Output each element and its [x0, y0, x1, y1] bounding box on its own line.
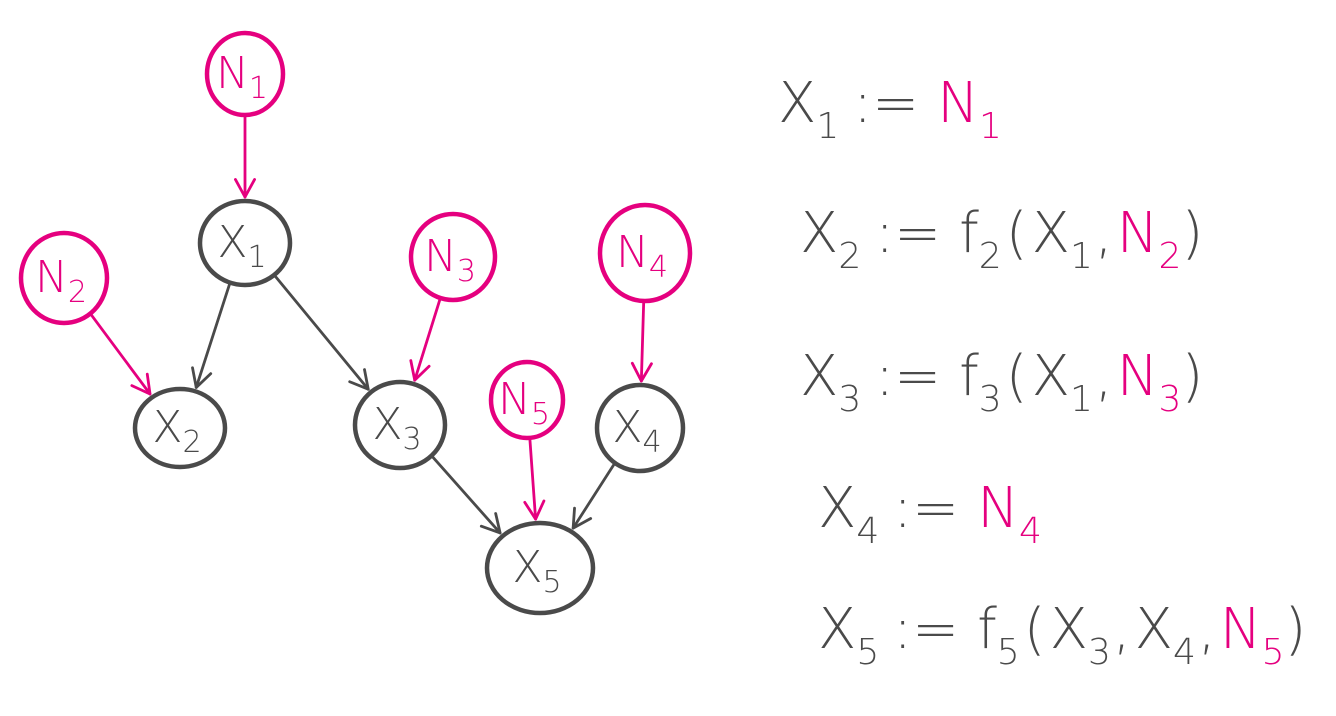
node-n3: N3 [408, 211, 498, 303]
equation-text: X5:=f5​(X3​,X4​,N5​) [818, 597, 1306, 673]
node-circle [197, 198, 293, 288]
edges-layer [90, 115, 653, 535]
edge-n5-to-x5 [523, 438, 546, 521]
node-x2: X2 [132, 386, 228, 470]
edge-x3-to-x5 [431, 455, 502, 535]
edge-line [431, 455, 502, 535]
node-x4: X4 [594, 382, 686, 474]
edge-n4-to-x4 [630, 301, 653, 383]
arrowhead [479, 512, 502, 535]
node-label: X1 [217, 217, 266, 275]
node-circle [132, 386, 228, 470]
node-circle [18, 230, 110, 326]
equation-x3: X3:=f3​(X1​,N3​) [800, 344, 1203, 420]
equation-x5: X5:=f5​(X3​,X4​,N5​) [818, 597, 1306, 673]
node-n1: N1 [204, 30, 286, 118]
node-circle [204, 30, 286, 118]
equation-x2: X2:=f2​(X1​,N2​) [800, 201, 1203, 277]
edge-x4-to-x5 [571, 463, 616, 530]
node-label: N4 [616, 227, 668, 285]
edge-line [413, 298, 442, 382]
equation-text: X3:=f3​(X1​,N3​) [800, 344, 1203, 420]
node-label: X3 [372, 399, 421, 457]
edge-x1-to-x2 [191, 283, 231, 389]
node-label: X4 [612, 402, 661, 460]
arrowhead [191, 366, 213, 389]
node-circle [594, 382, 686, 474]
node-circle [597, 202, 693, 304]
equation-x4: X4:=N4​ [818, 476, 1042, 552]
equation-text: X2:=f2​(X1​,N2​) [800, 201, 1203, 277]
equation-text: X4:=N4​ [818, 476, 1042, 552]
node-circle [488, 359, 566, 441]
node-n2: N2 [18, 230, 110, 326]
arrowhead [630, 361, 653, 383]
arrowhead [571, 506, 593, 530]
node-label: N5 [498, 374, 550, 432]
node-circle [408, 211, 498, 303]
edge-n3-to-x3 [409, 298, 442, 382]
edge-n2-to-x2 [90, 313, 152, 396]
node-label: X2 [152, 402, 201, 460]
arrowhead [234, 178, 256, 199]
node-x3: X3 [352, 379, 448, 471]
arrowhead [523, 499, 546, 521]
edge-line [90, 313, 152, 396]
edge-line [194, 283, 231, 389]
node-n5: N5 [488, 359, 566, 441]
node-label: X5 [512, 542, 561, 600]
arrowhead [348, 368, 370, 391]
edge-line [528, 438, 538, 521]
node-label: N2 [35, 252, 87, 310]
arrowhead [130, 372, 152, 396]
arrowhead [409, 359, 431, 382]
edge-n1-to-x1 [234, 115, 256, 199]
node-label: N1 [216, 48, 268, 106]
equation-text: X1:=N1​ [778, 71, 1002, 147]
edge-line [571, 463, 616, 530]
node-circle [352, 379, 448, 471]
node-n4: N4 [597, 202, 693, 304]
node-x1: X1 [197, 198, 293, 288]
node-x5: X5 [484, 520, 596, 616]
node-label: N3 [424, 231, 476, 289]
equations-layer: X1:=N1​ X2:=f2​(X1​,N2​) X3:=f3​(X1​,N3​) X… [778, 71, 1306, 673]
equation-x1: X1:=N1​ [778, 71, 1002, 147]
edge-line [274, 275, 370, 391]
node-circle [484, 520, 596, 616]
edge-x1-to-x3 [274, 275, 370, 391]
edge-line [639, 301, 646, 383]
